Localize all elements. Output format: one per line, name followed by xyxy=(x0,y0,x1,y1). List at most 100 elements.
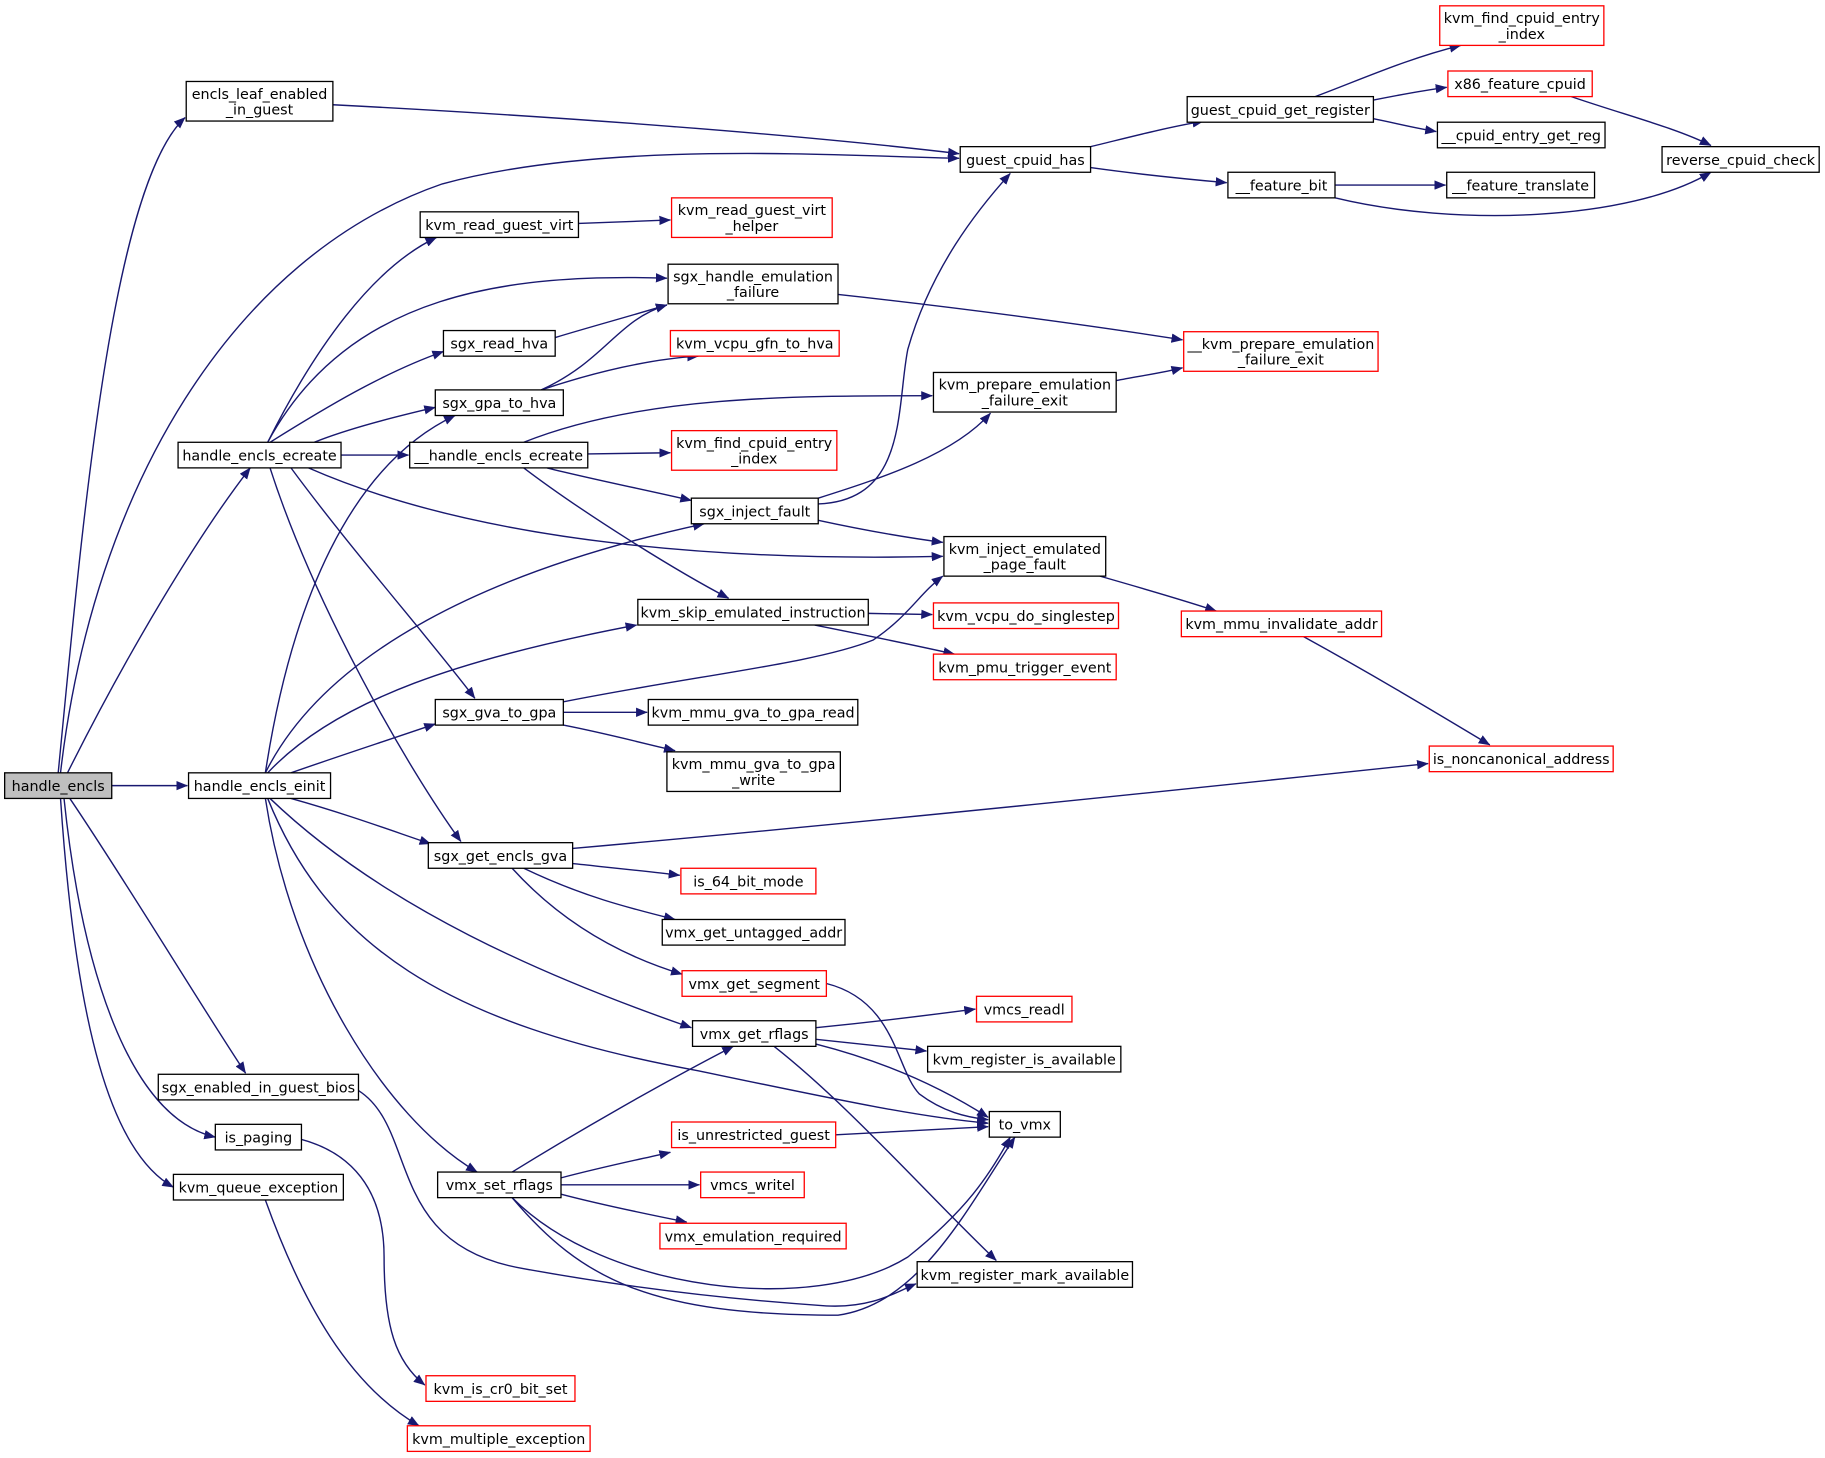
node-kvm_mmu_invalidate_addr[interactable]: kvm_mmu_invalidate_addr xyxy=(1180,610,1383,638)
node-is_64_bit_mode[interactable]: is_64_bit_mode xyxy=(680,867,817,895)
edge-vmx_get_segment-to-to_vmx xyxy=(826,983,989,1124)
node-encls_leaf_enabled_in_guest[interactable]: encls_leaf_enabled_in_guest xyxy=(185,80,334,122)
node-guest_cpuid_get_register[interactable]: guest_cpuid_get_register xyxy=(1186,95,1375,123)
edge-handle_encls-to-encls_leaf_enabled_in_guest xyxy=(58,118,185,773)
node-label: _failure_exit xyxy=(1237,353,1324,369)
node-guest_cpuid_has[interactable]: guest_cpuid_has xyxy=(959,146,1092,173)
node-label: vmx_set_rflags xyxy=(446,1178,553,1194)
node-is_paging[interactable]: is_paging xyxy=(214,1123,303,1151)
edge-__handle_encls_ecreate-to-kvm_prepare_emulation_failure_exit xyxy=(524,391,933,443)
node-kvm_vcpu_gfn_to_hva[interactable]: kvm_vcpu_gfn_to_hva xyxy=(669,329,840,357)
node-box xyxy=(434,389,564,417)
node-kvm_find_cpuid_entry_index_mid[interactable]: kvm_find_cpuid_entry_index xyxy=(670,429,838,471)
node-kvm_skip_emulated_instruction[interactable]: kvm_skip_emulated_instruction xyxy=(637,598,869,626)
node-vmx_set_rflags[interactable]: vmx_set_rflags xyxy=(436,1171,562,1199)
node-kvm_read_guest_virt[interactable]: kvm_read_guest_virt xyxy=(419,211,580,239)
node-box xyxy=(436,1171,562,1199)
edge-sgx_read_hva-to-sgx_handle_emulation_failure xyxy=(555,303,668,338)
node-__handle_encls_ecreate[interactable]: __handle_encls_ecreate xyxy=(409,441,589,469)
node-kvm_register_mark_available[interactable]: kvm_register_mark_available xyxy=(916,1261,1134,1288)
node-sgx_gpa_to_hva[interactable]: sgx_gpa_to_hva xyxy=(434,389,564,417)
node-vmcs_writel[interactable]: vmcs_writel xyxy=(700,1171,805,1199)
node-box xyxy=(669,329,840,357)
node-sgx_enabled_in_guest_bios[interactable]: sgx_enabled_in_guest_bios xyxy=(157,1073,360,1101)
edge-sgx_get_encls_gva-to-is_64_bit_mode xyxy=(573,864,681,879)
node-box xyxy=(427,842,574,869)
node-box xyxy=(959,146,1092,173)
node-label: kvm_prepare_emulation xyxy=(939,378,1112,394)
node-box xyxy=(1439,5,1605,47)
node-box xyxy=(932,371,1117,413)
node-box xyxy=(670,1121,837,1149)
node-sgx_handle_emulation_failure[interactable]: sgx_handle_emulation_failure xyxy=(667,263,839,305)
node-handle_encls_einit[interactable]: handle_encls_einit xyxy=(187,772,332,800)
edge-vmx_set_rflags-to-to_vmx xyxy=(512,1136,1015,1315)
node-box xyxy=(1186,95,1375,123)
edge-sgx_enabled_in_guest_bios-to-kvm_register_mark_available xyxy=(358,1091,917,1307)
node-kvm_mmu_gva_to_gpa_write[interactable]: kvm_mmu_gva_to_gpa_write xyxy=(666,751,841,793)
node-box xyxy=(690,497,819,525)
node-box xyxy=(667,263,839,305)
node-label: is_64_bit_mode xyxy=(693,874,803,890)
node-kvm_find_cpuid_entry_index_top[interactable]: kvm_find_cpuid_entry_index xyxy=(1439,5,1605,47)
node-__cpuid_entry_get_reg[interactable]: __cpuid_entry_get_reg xyxy=(1436,121,1606,149)
node-label: x86_feature_cpuid xyxy=(1454,77,1586,93)
node-vmx_get_rflags[interactable]: vmx_get_rflags xyxy=(691,1020,817,1047)
node-kvm_read_guest_virt_helper[interactable]: kvm_read_guest_virt_helper xyxy=(670,197,833,239)
node-sgx_inject_fault[interactable]: sgx_inject_fault xyxy=(690,497,819,525)
node-label: kvm_vcpu_do_singlestep xyxy=(937,609,1115,625)
node-is_unrestricted_guest[interactable]: is_unrestricted_guest xyxy=(670,1121,837,1149)
edge-sgx_gva_to_gpa-to-kvm_mmu_gva_to_gpa_write xyxy=(563,725,676,753)
node-kvm_vcpu_do_singlestep[interactable]: kvm_vcpu_do_singlestep xyxy=(932,602,1120,630)
node-x86_feature_cpuid[interactable]: x86_feature_cpuid xyxy=(1447,70,1593,98)
edge-kvm_read_guest_virt-to-kvm_read_guest_virt_helper xyxy=(578,215,671,226)
edge-sgx_inject_fault-to-kvm_inject_emulated_page_fault xyxy=(818,520,944,546)
node-label: _in_guest xyxy=(225,102,294,118)
node-sgx_read_hva[interactable]: sgx_read_hva xyxy=(442,329,556,357)
node-kvm_mmu_gva_to_gpa_read[interactable]: kvm_mmu_gva_to_gpa_read xyxy=(647,698,859,726)
edge-is_unrestricted_guest-to-to_vmx xyxy=(836,1122,989,1135)
node-box xyxy=(661,918,846,946)
node-reverse_cpuid_check[interactable]: reverse_cpuid_check xyxy=(1661,146,1820,173)
node-vmx_emulation_required[interactable]: vmx_emulation_required xyxy=(659,1222,847,1250)
node-label: kvm_find_cpuid_entry xyxy=(1444,11,1601,27)
node-sgx_gva_to_gpa[interactable]: sgx_gva_to_gpa xyxy=(434,698,564,726)
node-box xyxy=(4,772,113,800)
node-to_vmx[interactable]: to_vmx xyxy=(988,1110,1061,1138)
node-vmcs_readl[interactable]: vmcs_readl xyxy=(975,995,1073,1023)
node-box xyxy=(1661,146,1820,173)
node-kvm_inject_emulated_page_fault[interactable]: kvm_inject_emulated_page_fault xyxy=(943,535,1107,577)
edge-vmx_get_rflags-to-to_vmx xyxy=(816,1044,989,1117)
node-kvm_queue_exception[interactable]: kvm_queue_exception xyxy=(172,1173,345,1201)
node-handle_encls_ecreate[interactable]: handle_encls_ecreate xyxy=(177,441,342,469)
edge-handle_encls_ecreate-to-kvm_inject_emulated_page_fault xyxy=(308,468,944,562)
node-vmx_get_untagged_addr[interactable]: vmx_get_untagged_addr xyxy=(661,918,846,946)
edge-handle_encls-to-sgx_enabled_in_guest_bios xyxy=(70,798,246,1074)
node-vmx_get_segment[interactable]: vmx_get_segment xyxy=(681,970,828,997)
node-kvm_is_cr0_bit_set[interactable]: kvm_is_cr0_bit_set xyxy=(425,1375,576,1402)
node-__feature_bit[interactable]: __feature_bit xyxy=(1227,171,1336,199)
node-label: handle_encls xyxy=(12,779,105,795)
edge-guest_cpuid_get_register-to-__cpuid_entry_get_reg xyxy=(1373,119,1437,135)
node-kvm_register_is_available[interactable]: kvm_register_is_available xyxy=(926,1045,1122,1073)
edge-handle_encls_ecreate-to-sgx_gpa_to_hva xyxy=(314,405,436,442)
edge-handle_encls_einit-to-to_vmx xyxy=(268,798,989,1127)
node-handle_encls[interactable]: handle_encls xyxy=(4,772,113,800)
node-kvm_pmu_trigger_event[interactable]: kvm_pmu_trigger_event xyxy=(932,653,1117,681)
node-box xyxy=(691,1020,817,1047)
node-box xyxy=(670,197,833,239)
node-label: kvm_pmu_trigger_event xyxy=(938,660,1112,676)
edge-handle_encls-to-guest_cpuid_has xyxy=(61,153,960,772)
node-label: vmx_emulation_required xyxy=(665,1229,842,1245)
node-kvm_prepare_emulation_failure_exit[interactable]: kvm_prepare_emulation_failure_exit xyxy=(932,371,1117,413)
node-__feature_translate[interactable]: __feature_translate xyxy=(1446,171,1596,199)
node-box xyxy=(647,698,859,726)
node-kvm_multiple_exception[interactable]: kvm_multiple_exception xyxy=(406,1425,591,1453)
node-box xyxy=(1428,745,1614,773)
node-__kvm_prepare_emulation_failure_exit[interactable]: __kvm_prepare_emulation_failure_exit xyxy=(1183,331,1379,372)
node-sgx_get_encls_gva[interactable]: sgx_get_encls_gva xyxy=(427,842,574,869)
node-box xyxy=(1446,171,1596,199)
edge-encls_leaf_enabled_in_guest-to-guest_cpuid_has xyxy=(333,105,960,157)
node-is_noncanonical_address[interactable]: is_noncanonical_address xyxy=(1428,745,1614,773)
